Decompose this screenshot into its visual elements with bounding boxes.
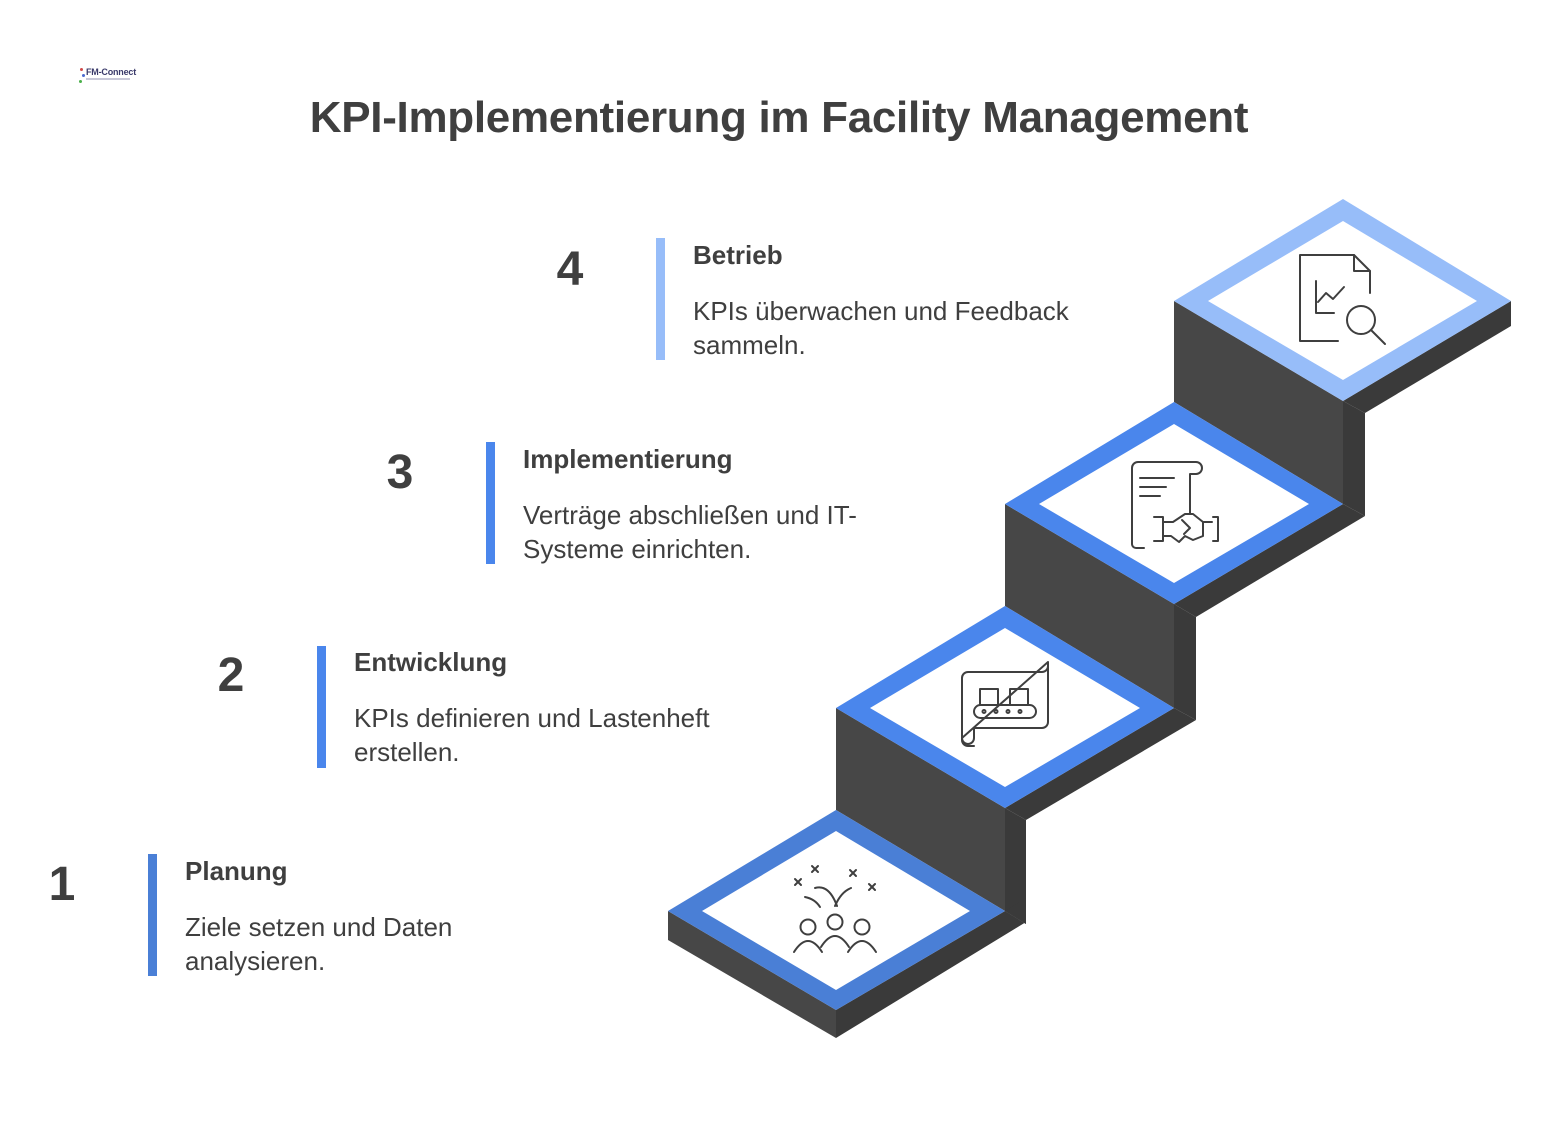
staircase-body [668,301,1511,1038]
report-magnifier-icon [1299,254,1386,345]
step-accent-bar [317,646,326,768]
team-celebration-icon [793,865,877,953]
riser-2-right [1174,604,1196,720]
step-title: Implementierung [523,444,733,474]
stair-3-right-face [1174,504,1365,617]
stair-2-right-face [1005,708,1196,820]
logo-text: FM-Connect [86,67,136,77]
stair-4-right-face [1343,301,1511,413]
step-accent-bar [486,442,495,564]
step-title: Betrieb [693,240,783,270]
step-accent-bar [656,238,665,360]
step-description: KPIs überwachen und Feedback sammeln. [693,296,1069,360]
step-title: Entwicklung [354,647,508,677]
step-number: 4 [556,243,584,296]
step-description: KPIs definieren und Lastenheft erstellen… [354,703,710,767]
step-number: 2 [217,649,245,702]
stair-1-left-face [668,911,836,1038]
step-3-top-inner [1039,424,1309,583]
step-4-top-inner [1208,221,1477,380]
logo: FM-Connect [78,64,138,88]
logo-dot [82,74,85,77]
step-number: 3 [386,446,414,499]
step-1-top-inner [702,831,970,990]
logo-dot [80,68,83,71]
contract-handshake-icon [1131,461,1219,549]
stair-1-right-face [836,911,1026,1038]
step-number: 1 [48,858,76,911]
step-description: Verträge abschließen und IT-Systeme einr… [523,500,857,564]
blueprint-conveyor-icon [961,661,1049,747]
riser-1-left [836,708,1005,911]
step-title: Planung [185,856,288,886]
page-title: KPI-Implementierung im Facility Manageme… [309,93,1249,142]
stair-1-connector [1005,898,1026,924]
step-tops [668,199,1511,1010]
riser-3-right [1343,401,1365,516]
riser-1-right [1005,808,1026,924]
step-2-top-inner [870,628,1140,787]
step-accent-bar [148,854,157,976]
logo-dot [79,80,82,83]
logo-tagline-line [86,78,130,80]
step-description: Ziele setzen und Daten analysieren. [185,912,453,976]
riser-2-left [1005,504,1174,708]
riser-3-left [1174,301,1343,504]
